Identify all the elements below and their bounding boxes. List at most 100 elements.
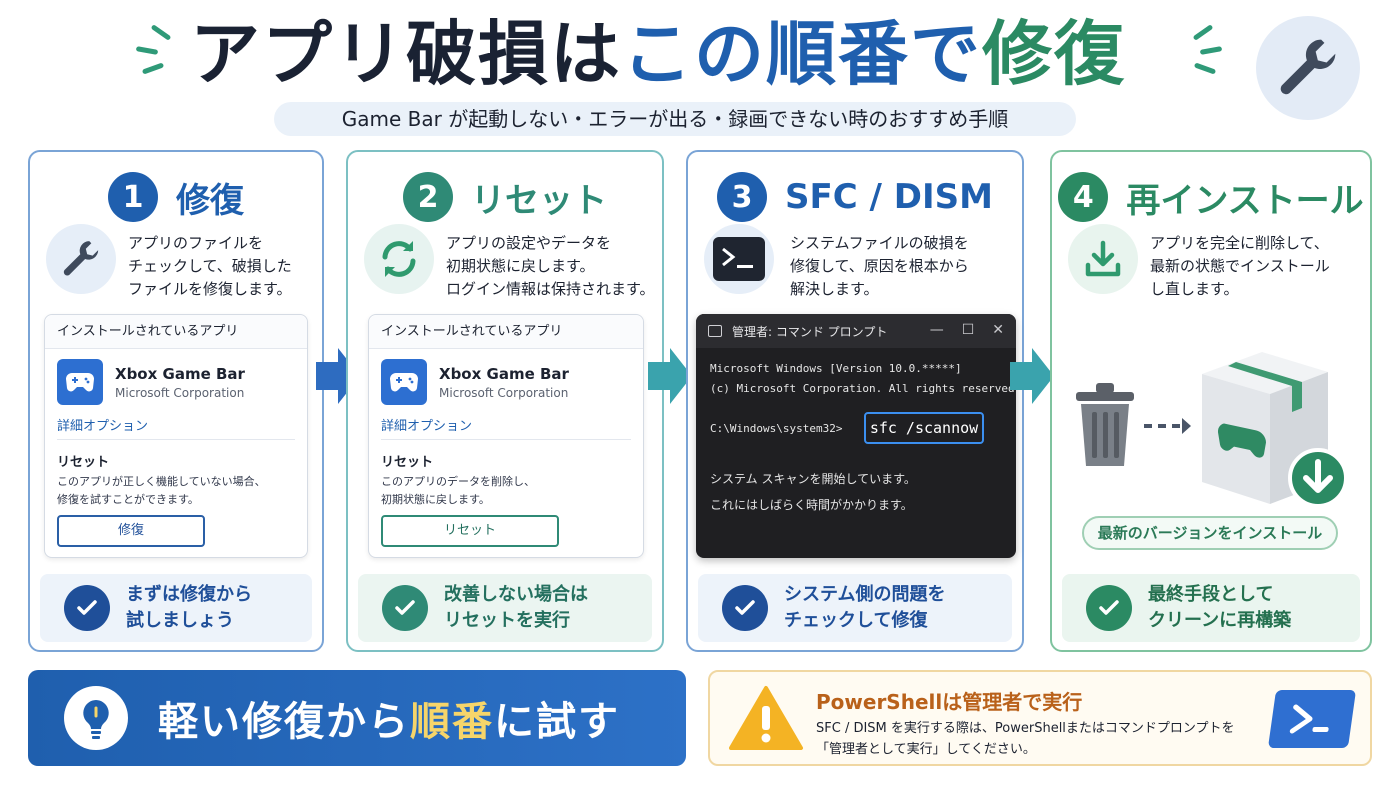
tip-line: リセットを実行 — [444, 610, 570, 631]
maximize-icon[interactable]: ☐ — [961, 322, 975, 338]
section-text: このアプリのデータを削除し、 初期状態に戻します。 — [381, 473, 535, 509]
desc-line: 初期状態に戻します。 — [446, 257, 595, 275]
desc-line: ログイン情報は保持されます。 — [446, 280, 655, 298]
app-publisher: Microsoft Corporation — [439, 385, 569, 400]
settings-panel: インストールされているアプリ Xbox Game Bar Microsoft C… — [368, 314, 644, 558]
reset-button[interactable]: リセット — [381, 515, 559, 547]
warning-icon — [729, 686, 803, 750]
tip-line: チェックして修復 — [784, 610, 928, 631]
step-card-sfc-dism: 3 SFC / DISM システムファイルの破損を 修復して、原因を根本から 解… — [686, 150, 1024, 652]
tip-box: 最終手段として クリーンに再構築 — [1062, 574, 1360, 642]
wrench-icon — [46, 224, 116, 294]
gamepad-icon — [381, 359, 427, 405]
app-name: Xbox Game Bar — [439, 364, 569, 383]
tip-line: 試しましょう — [126, 610, 234, 631]
step-description: アプリのファイルを チェックして、破損した ファイルを修復します。 — [128, 232, 348, 301]
terminal-icon — [704, 224, 774, 294]
wrench-icon — [1256, 16, 1360, 120]
step-title: 再インストール — [1126, 180, 1364, 221]
command-prompt-window: 管理者: コマンド プロンプト — ☐ ✕ Microsoft Windows … — [696, 314, 1016, 558]
step-card-reinstall: 4 再インストール アプリを完全に削除して、 最新の状態でインストール し直しま… — [1050, 150, 1372, 652]
sparkle-icon — [1193, 62, 1217, 75]
terminal-titlebar: 管理者: コマンド プロンプト — [696, 314, 1016, 348]
admin-notice: PowerShellは管理者で実行 SFC / DISM を実行する際は、Pow… — [708, 670, 1372, 766]
tip-line: 最終手段として — [1148, 584, 1274, 605]
step-title: SFC / DISM — [785, 177, 993, 217]
check-icon — [382, 585, 428, 631]
app-row: Xbox Game Bar Microsoft Corporation — [57, 359, 245, 405]
sparkle-icon — [1199, 46, 1223, 55]
terminal-window-icon — [708, 325, 722, 337]
window-controls: — ☐ ✕ — [930, 322, 1004, 338]
minimize-icon[interactable]: — — [929, 322, 944, 338]
desc-line: アプリを完全に削除して、 — [1150, 234, 1329, 252]
terminal-prompt: C:\Windows\system32> — [710, 422, 843, 435]
page-title: アプリ破損はこの順番で修復 — [190, 8, 1170, 100]
step-number: 2 — [403, 172, 453, 222]
step-description: アプリの設定やデータを 初期状態に戻します。 ログイン情報は保持されます。 — [446, 232, 666, 301]
sparkle-icon — [150, 24, 172, 41]
section-text-line: 修復を試すことができます。 — [57, 493, 199, 506]
notice-title: PowerShellは管理者で実行 — [816, 690, 1083, 714]
package-box-icon — [1202, 352, 1348, 506]
step-title: リセット — [471, 180, 607, 221]
gamepad-icon — [57, 359, 103, 405]
notice-line: 「管理者として実行」してください。 — [816, 742, 1036, 757]
section-title: リセット — [57, 455, 110, 470]
install-latest-label: 最新のバージョンをインストール — [1082, 516, 1338, 550]
terminal-line: (c) Microsoft Corporation. All rights re… — [710, 382, 1016, 395]
close-icon[interactable]: ✕ — [992, 322, 1004, 338]
notice-text: SFC / DISM を実行する際は、PowerShellまたはコマンドプロンプ… — [816, 718, 1235, 760]
step-header: 4 再インストール — [1052, 170, 1370, 224]
title-part-3: 修復 — [982, 13, 1126, 95]
check-icon — [722, 585, 768, 631]
desc-line: 最新の状態でインストール — [1150, 257, 1330, 275]
app-name: Xbox Game Bar — [115, 364, 245, 383]
summary-banner: 軽い修復から順番に試す — [28, 670, 686, 766]
step-header: 3 SFC / DISM — [688, 170, 1022, 224]
desc-line: 修復して、原因を根本から — [790, 257, 969, 275]
dashed-arrow-icon — [1144, 418, 1191, 434]
refresh-icon — [364, 224, 434, 294]
terminal-output: システム スキャンを開始しています。 — [710, 472, 916, 486]
app-row: Xbox Game Bar Microsoft Corporation — [381, 359, 569, 405]
desc-line: し直します。 — [1150, 280, 1239, 298]
advanced-options-link[interactable]: 詳細オプション — [57, 419, 149, 434]
title-part-2: この順番で — [622, 13, 982, 95]
tip-line: システム側の問題を — [784, 584, 946, 605]
tip-text: システム側の問題を チェックして修復 — [784, 582, 945, 634]
repair-button[interactable]: 修復 — [57, 515, 205, 547]
divider — [57, 439, 295, 440]
banner-text-part: に試す — [494, 699, 620, 745]
sparkle-icon — [135, 46, 159, 55]
check-icon — [1086, 585, 1132, 631]
banner-highlight: 順番 — [410, 699, 494, 745]
banner-text: 軽い修復から順番に試す — [158, 689, 620, 747]
desc-line: 解決します。 — [790, 280, 879, 298]
step-card-reset: 2 リセット アプリの設定やデータを 初期状態に戻します。 ログイン情報は保持さ… — [346, 150, 664, 652]
advanced-options-link[interactable]: 詳細オプション — [381, 419, 473, 434]
desc-line: ファイルを修復します。 — [128, 280, 292, 298]
sparkle-icon — [1192, 24, 1214, 41]
section-text: このアプリが正しく機能していない場合、 修復を試すことができます。 — [57, 473, 266, 509]
sparkle-icon — [141, 62, 165, 75]
section-text-line: 初期状態に戻します。 — [381, 493, 490, 506]
step-number: 1 — [108, 172, 158, 222]
tip-box: 改善しない場合は リセットを実行 — [358, 574, 652, 642]
panel-header: インストールされているアプリ — [369, 315, 643, 349]
section-title: リセット — [381, 455, 434, 470]
step-description: アプリを完全に削除して、 最新の状態でインストール し直します。 — [1150, 232, 1370, 301]
step-card-repair: 1 修復 アプリのファイルを チェックして、破損した ファイルを修復します。 イ… — [28, 150, 324, 652]
section-text-line: このアプリが正しく機能していない場合、 — [57, 475, 266, 488]
tip-box: まずは修復から 試しましょう — [40, 574, 312, 642]
panel-header: インストールされているアプリ — [45, 315, 307, 349]
tip-box: システム側の問題を チェックして修復 — [698, 574, 1012, 642]
tip-line: クリーンに再構築 — [1148, 610, 1292, 631]
terminal-window-title: 管理者: コマンド プロンプト — [732, 324, 888, 339]
download-icon — [1068, 224, 1138, 294]
step-title: 修復 — [176, 180, 244, 221]
tip-text: 最終手段として クリーンに再構築 — [1148, 582, 1291, 634]
desc-line: アプリの設定やデータを — [446, 234, 612, 252]
tip-text: まずは修復から 試しましょう — [126, 582, 252, 634]
banner-text-part: 軽い修復から — [158, 699, 410, 745]
